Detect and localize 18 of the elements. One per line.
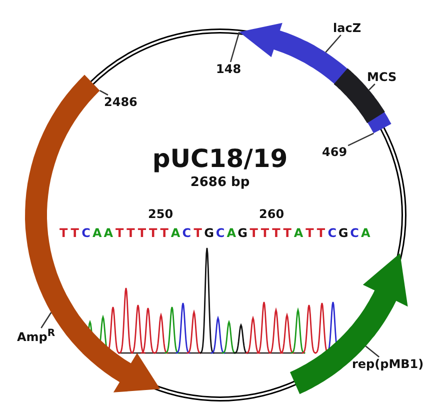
feature-label: rep(pMB1)	[352, 358, 424, 370]
feature-label: Amp$^{R}$	[17, 329, 56, 343]
leader-line	[368, 84, 376, 90]
sequence-position: 260	[259, 208, 284, 220]
sequence-position: 250	[148, 208, 174, 220]
plasmid-name: pUC18/19	[151, 146, 289, 171]
leader-line	[365, 346, 380, 358]
leader-line	[100, 90, 108, 96]
leader-line	[325, 34, 342, 53]
position-label: 148	[216, 63, 242, 75]
dna-sequence: TTCAATTTTTACTGCAGTTTTATTCGCA	[58, 227, 372, 239]
leader-line	[40, 312, 52, 328]
position-label: 2486	[104, 96, 138, 108]
feature-label: MCS	[367, 71, 397, 83]
position-label: 469	[322, 146, 348, 158]
feature-label: lacZ	[333, 22, 362, 34]
leader-line	[348, 132, 374, 146]
size-label: 2686 bp	[189, 176, 251, 189]
